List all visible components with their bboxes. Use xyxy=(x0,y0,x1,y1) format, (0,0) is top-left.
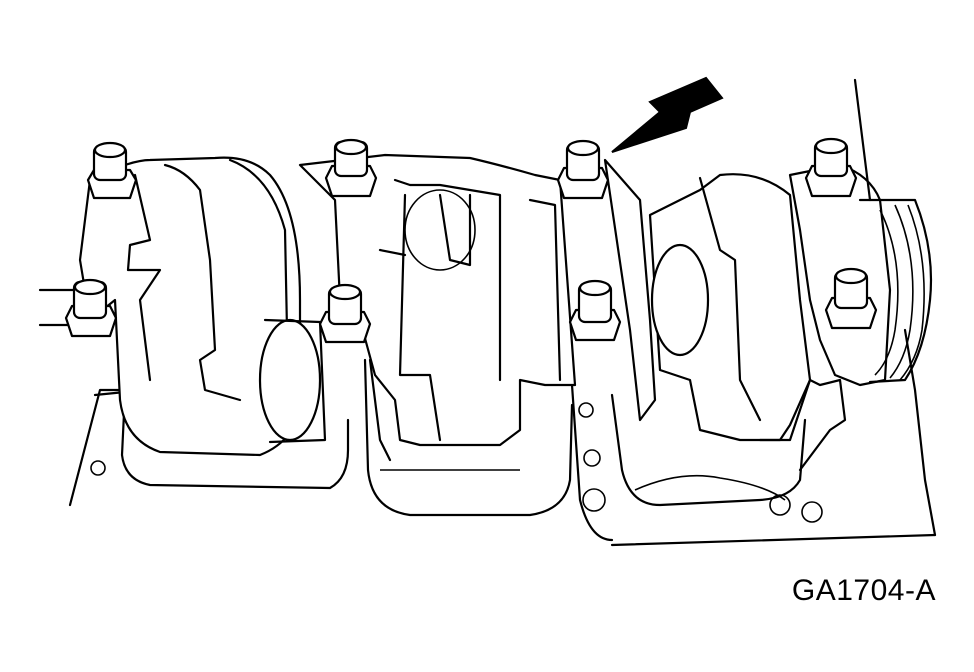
bolt-bottom-4 xyxy=(824,267,878,330)
bolt-top-4 xyxy=(804,137,858,198)
engine-block xyxy=(68,328,937,547)
bolt-top-2 xyxy=(324,138,378,198)
figure-id-label: GA1704-A xyxy=(791,574,936,607)
bolt-bottom-2 xyxy=(318,283,372,344)
main-bearing-cap-1 xyxy=(38,156,327,457)
bolt-top-1 xyxy=(86,141,138,200)
rear-bearing-cap xyxy=(788,78,933,387)
arrow-icon xyxy=(611,76,724,153)
bolt-bottom-3 xyxy=(568,279,622,342)
main-bearing-cap-3 xyxy=(603,158,847,472)
bolt-top-3 xyxy=(556,139,610,200)
main-bearing-cap-2 xyxy=(298,153,577,462)
bolt-bottom-1 xyxy=(64,278,118,338)
